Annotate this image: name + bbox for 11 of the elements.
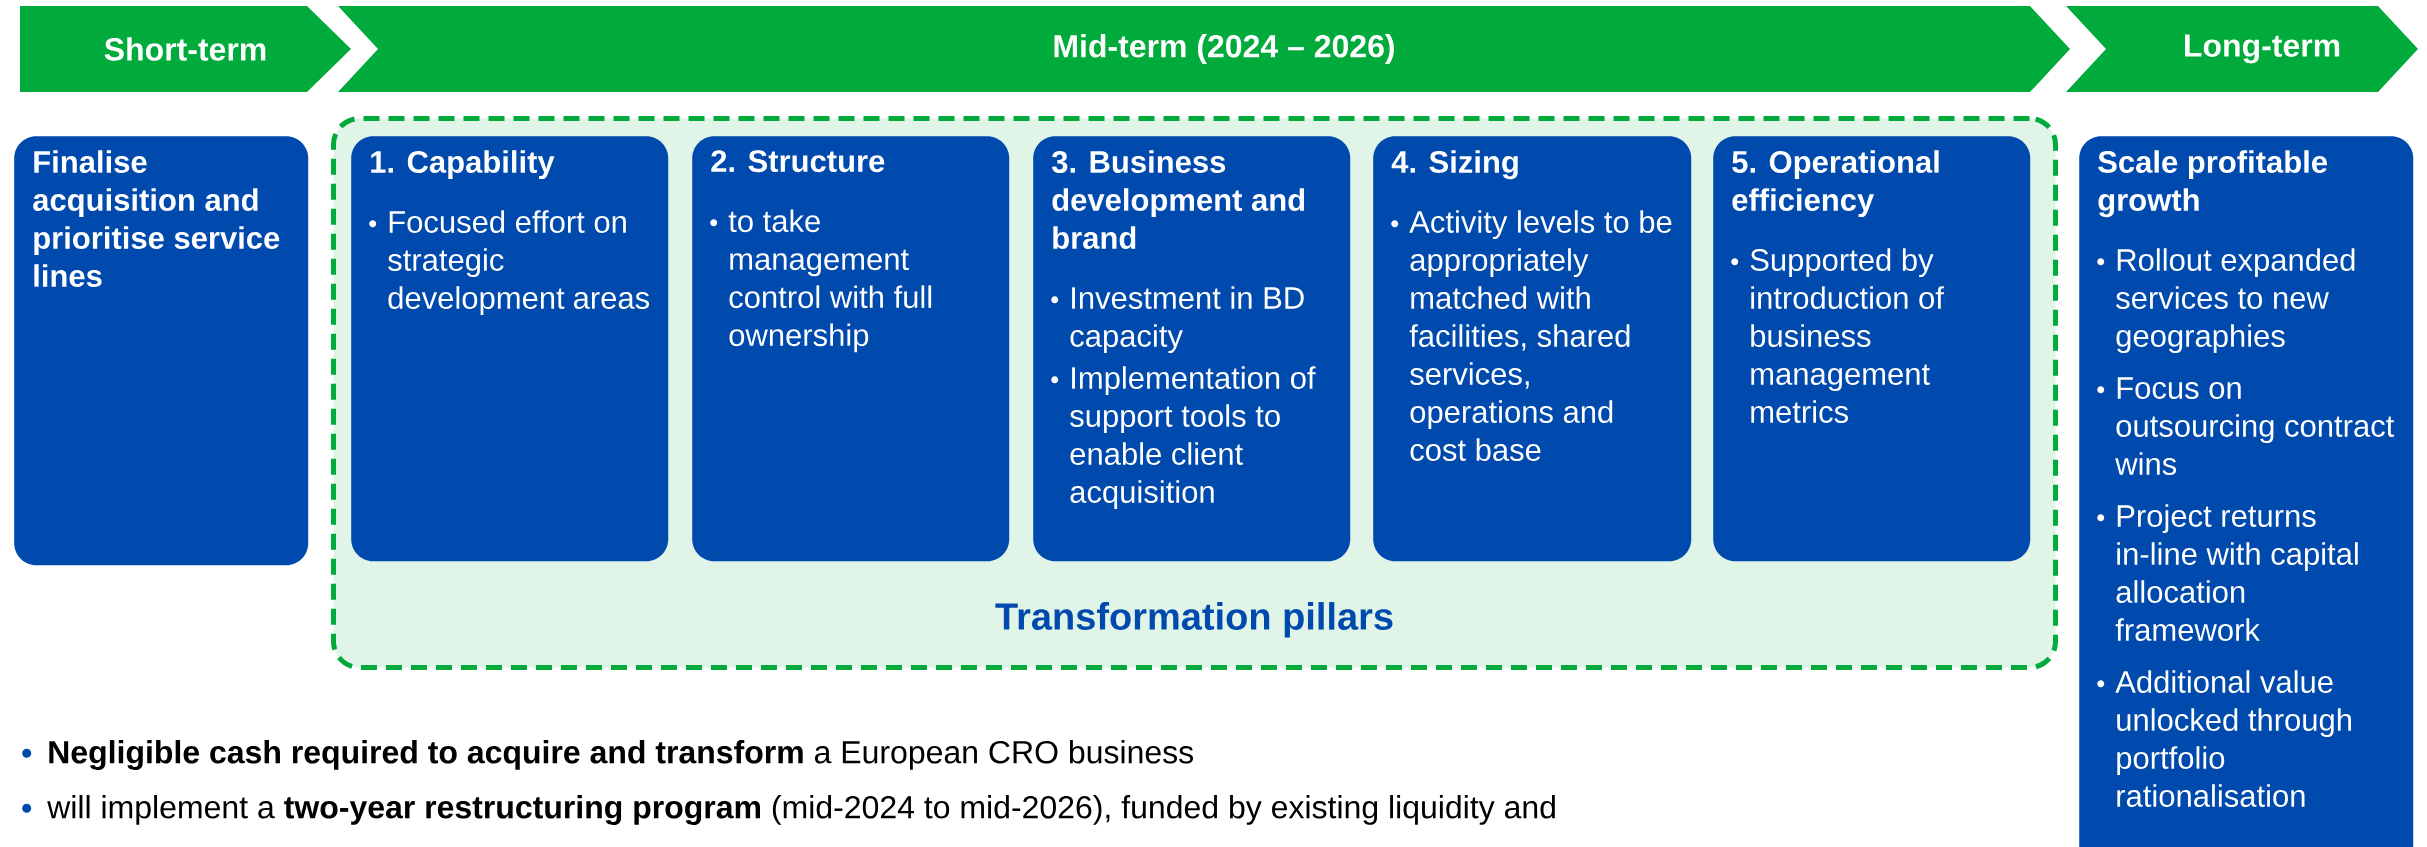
phase-card: Scale profitable growth Rollout expanded services to new geographies Focus on outsourcing contract wins Project returns in-line with capital allocation framework Additional value unlocked through portfolio rationalisation <box>2079 136 2414 847</box>
pillar-card: 1. Capability Focused effort on strategic development areas <box>351 136 669 562</box>
pillar-card: 3. Business development and brand Investment in BD capacity Implementation of support tools to enable client acquisition <box>1033 136 1351 562</box>
phase-card: Finalise acquisition and prioritise service lines <box>14 136 309 566</box>
bullet-text: Negligible cash required to acquire and transform a European CRO business <box>22 740 1193 770</box>
bullet-text: will implement a two-year restructuring program (mid-2024 to mid-2026), funded by existing liquidity and <box>22 795 1555 825</box>
pillar-card: 5. Operational efficiency Supported by introduction of business management metrics <box>1713 136 2031 562</box>
phase-banner: Short-term <box>20 6 351 92</box>
phase-banner: Long-term <box>2066 6 2418 92</box>
pillar-card: 2. Structure to take management control with full ownership <box>692 136 1010 562</box>
pillar-card: 4. Sizing Activity levels to be appropriately matched with facilities, shared services, operations and cost base <box>1373 136 1692 562</box>
